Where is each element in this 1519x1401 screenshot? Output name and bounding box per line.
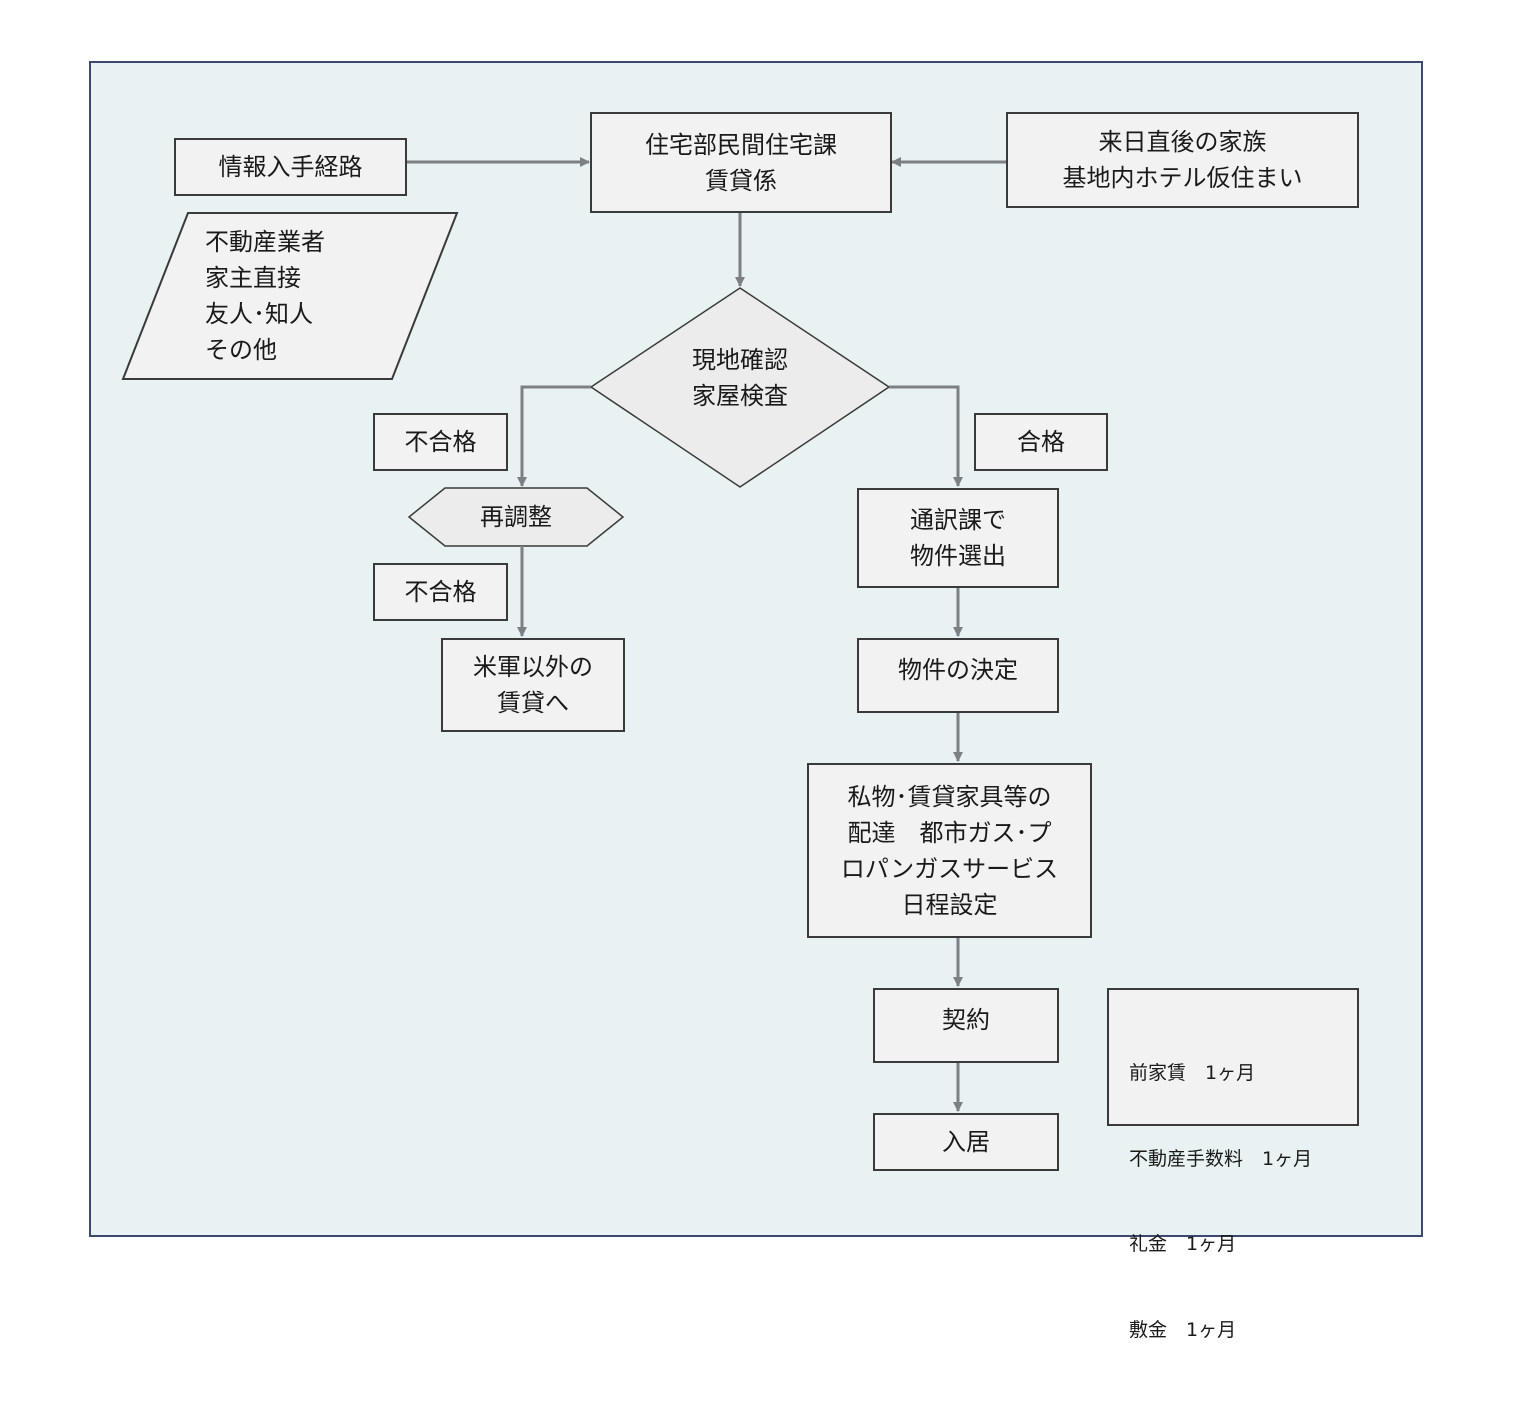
selection-line: 物件選出 [910, 542, 1006, 570]
inspection-line: 家屋検査 [692, 382, 788, 410]
inspection-diamond [589, 287, 891, 488]
new-arrivals-box: 来日直後の家族 基地内ホテル仮住まい [1006, 112, 1359, 208]
readjust-text: 再調整 [480, 503, 552, 531]
property-decision-box: 物件の決定 [857, 638, 1059, 713]
office-line: 住宅部民間住宅課 [645, 130, 837, 159]
selection-line: 通訳課で [910, 506, 1006, 534]
readjust-label: 再調整 [445, 499, 587, 535]
info-source-box: 情報入手経路 [174, 138, 407, 196]
sources-parallelogram [121, 212, 459, 380]
office-line: 賃貸係 [705, 166, 777, 195]
source-item: 不動産業者 [205, 228, 325, 256]
connector-layer [121, 157, 1007, 1112]
source-item: 家主直接 [205, 264, 301, 292]
info-source-label: 情報入手経路 [218, 153, 363, 181]
move-in-text: 入居 [942, 1128, 990, 1156]
contract-text: 契約 [942, 1006, 990, 1034]
arrow-inspection-to-selection [889, 385, 963, 487]
flowchart-canvas: 情報入手経路 不動産業者 家主直接 友人･知人 その他 住宅部民間住宅課 賃貸係… [89, 61, 1423, 1341]
contract-box: 契約 [873, 988, 1059, 1063]
readjust-hexagon [407, 487, 625, 547]
arrivals-line: 基地内ホテル仮住まい [1062, 164, 1303, 192]
fee-item: 敷金 1ヶ月 [1129, 1318, 1237, 1341]
fees-note-box: 前家賃 1ヶ月 不動産手数料 1ヶ月 礼金 1ヶ月 敷金 1ヶ月 [1107, 988, 1359, 1341]
non-military-line: 賃貸へ [497, 689, 569, 717]
pass-label-box: 合格 [974, 413, 1108, 471]
non-military-rental-box: 米軍以外の 賃貸へ [441, 638, 625, 732]
non-military-line: 米軍以外の [473, 653, 593, 681]
fail-label: 不合格 [404, 578, 477, 606]
inspection-label: 現地確認 家屋検査 [640, 342, 840, 414]
move-in-box: 入居 [873, 1113, 1059, 1171]
fail-label-box-1: 不合格 [373, 413, 508, 471]
source-item: その他 [205, 336, 277, 364]
delivery-line: ロパンガスサービス [840, 854, 1059, 883]
source-item: 友人･知人 [205, 300, 313, 328]
fee-item: 不動産手数料 1ヶ月 [1129, 1147, 1313, 1170]
housing-office-box: 住宅部民間住宅課 賃貸係 [590, 112, 892, 213]
fail-label: 不合格 [404, 428, 477, 456]
arrivals-line: 来日直後の家族 [1098, 128, 1267, 156]
delivery-line: 日程設定 [901, 890, 998, 919]
delivery-line: 配達 都市ガス･プ [847, 818, 1052, 847]
decision-text: 物件の決定 [898, 656, 1018, 684]
delivery-schedule-box: 私物･賃貸家具等の 配達 都市ガス･プ ロパンガスサービス 日程設定 [807, 763, 1092, 938]
delivery-line: 私物･賃貸家具等の [847, 782, 1052, 811]
arrow-inspection-to-readjust [517, 385, 591, 487]
inspection-line: 現地確認 [692, 346, 788, 374]
fail-label-box-2: 不合格 [373, 563, 508, 621]
property-selection-box: 通訳課で 物件選出 [857, 488, 1059, 588]
fee-item: 前家賃 1ヶ月 [1129, 1062, 1256, 1084]
sources-list: 不動産業者 家主直接 友人･知人 その他 [205, 224, 325, 368]
pass-label: 合格 [1017, 428, 1065, 456]
fee-item: 礼金 1ヶ月 [1129, 1233, 1237, 1255]
